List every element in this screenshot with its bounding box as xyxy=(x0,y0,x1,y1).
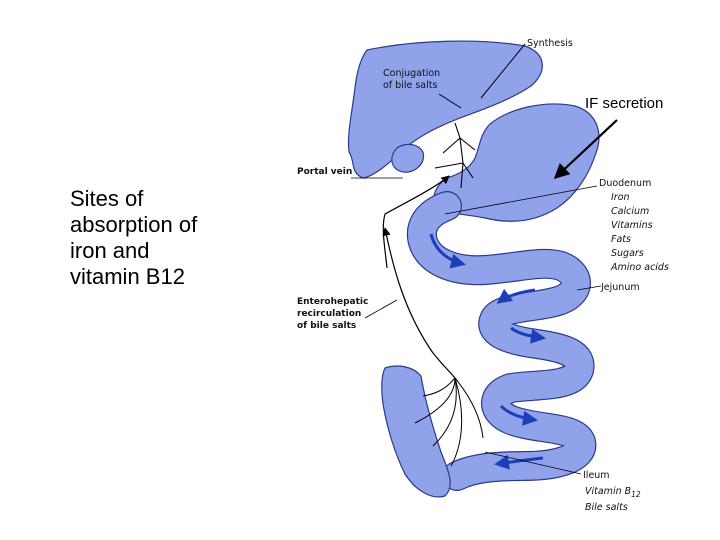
label-enterohepatic-3: of bile salts xyxy=(297,321,356,331)
label-jejunum: Jejunum xyxy=(600,282,640,293)
label-enterohepatic-2: recirculation xyxy=(297,309,361,319)
label-iron: Iron xyxy=(611,192,630,203)
colon-shape xyxy=(381,365,451,498)
if-secretion-arrow xyxy=(553,119,618,180)
label-vitamin-b-subscript: 12 xyxy=(631,490,641,499)
enterohepatic-line xyxy=(382,227,456,379)
duodenum-leader xyxy=(444,185,598,215)
label-vitamin-b-text: Vitamin B xyxy=(585,486,631,497)
enterohepatic-leader xyxy=(364,299,398,319)
synthesis-line xyxy=(480,43,526,99)
label-vitamins: Vitamins xyxy=(611,220,653,231)
mesenteric-vessels xyxy=(414,377,484,467)
flow-arrow-2 xyxy=(496,288,536,304)
liver-shape xyxy=(347,40,543,179)
stomach-shape xyxy=(433,103,600,222)
title-line-4: vitamin B12 xyxy=(70,264,185,289)
label-duodenum: Duodenum xyxy=(599,178,651,189)
label-calcium: Calcium xyxy=(611,206,649,217)
title-line-2: absorption of xyxy=(70,212,198,237)
portal-vein-line xyxy=(382,175,450,269)
bile-duct-lines xyxy=(434,122,476,189)
title-line-3: iron and xyxy=(70,238,150,263)
label-conjugation-1: Conjugation xyxy=(383,68,440,79)
label-fats: Fats xyxy=(611,234,631,245)
label-bile-salts: Bile salts xyxy=(585,502,628,513)
conjugation-line xyxy=(438,93,462,109)
flow-arrow-1 xyxy=(429,233,466,269)
label-enterohepatic-1: Enterohepatic xyxy=(297,297,368,307)
if-secretion-callout: IF secretion xyxy=(585,95,664,112)
label-portal-vein: Portal vein xyxy=(297,167,352,177)
flow-arrow-5 xyxy=(494,454,544,470)
slide-title: Sites of absorption of iron and vitamin … xyxy=(70,186,270,290)
digestive-tract-diagram: Synthesis Conjugation of bile salts Port… xyxy=(297,38,669,513)
gallbladder-shape xyxy=(391,143,425,173)
ileum-leader xyxy=(484,451,582,475)
label-ileum: Ileum xyxy=(583,470,610,481)
label-amino-acids: Amino acids xyxy=(610,262,669,273)
label-vitamin-b: Vitamin B12 xyxy=(585,486,641,499)
flow-arrow-4 xyxy=(499,404,538,426)
label-conjugation-2: of bile salts xyxy=(383,80,437,91)
title-line-1: Sites of xyxy=(70,186,144,211)
label-synthesis: Synthesis xyxy=(527,38,573,49)
small-intestine-fill xyxy=(408,192,595,490)
jejunum-leader xyxy=(576,285,602,291)
label-sugars: Sugars xyxy=(611,248,644,259)
flow-arrow-3 xyxy=(510,326,546,344)
